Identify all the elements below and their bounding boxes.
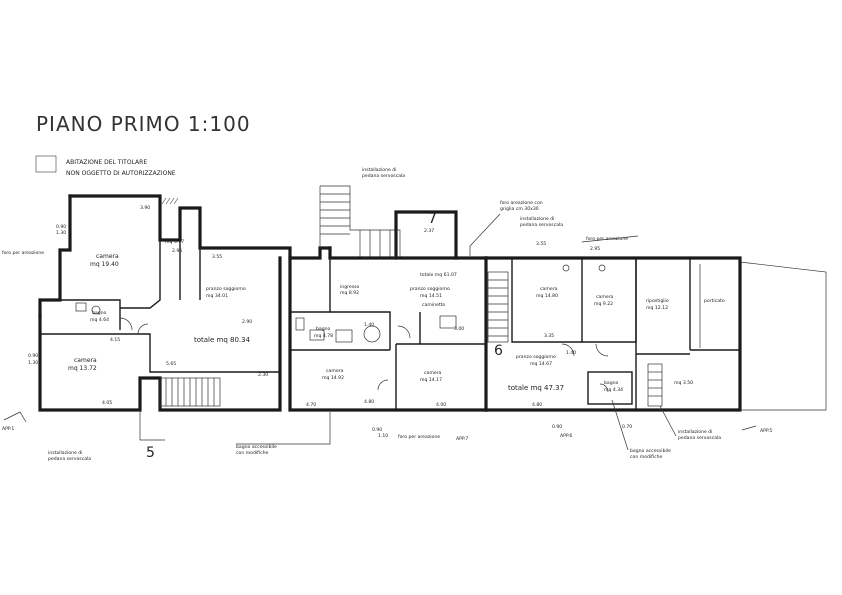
apartment-mark-app6: APP.6 — [560, 433, 572, 439]
room-bagno-2-label: bagno — [316, 326, 331, 332]
dim-0-90-c: 0.90 — [372, 427, 382, 433]
legend-line-1: ABITAZIONE DEL TITOLARE — [66, 159, 147, 166]
dim-3-00: 3.00 — [454, 326, 464, 332]
note-bagno-acc-1: bagno accessibile — [236, 444, 277, 450]
room-ripostiglio-12-label: ripostiglio — [646, 298, 669, 304]
dim-2-37: 2.37 — [424, 228, 434, 234]
room-ripostiglio-12-area: mq 12.12 — [646, 305, 668, 311]
note-bagno-acc-r1: bagno accessibile — [630, 448, 671, 454]
dim-3-35: 3.35 — [544, 333, 554, 339]
note-installazione-r2: pedana servoscala — [678, 435, 721, 441]
room-ingresso-label: ingresso — [340, 284, 360, 290]
note-foro-aerazione-left: foro per areazione — [2, 250, 44, 256]
dim-1-30-b: 1.30 — [28, 360, 38, 366]
dim-3-90: 3.90 — [140, 205, 150, 211]
apartment-7 — [288, 185, 488, 412]
room-ingresso-area: mq 8.92 — [340, 290, 359, 296]
apartment-1 — [38, 194, 332, 441]
dim-0-90-a: 0.90 — [56, 224, 66, 230]
dim-4-70: 4.70 — [306, 402, 316, 408]
dim-1-30-a: 1.30 — [56, 230, 66, 236]
room-camera-14-80-area: mq 14.80 — [536, 293, 558, 299]
room-camera-14-17-area: mq 14.17 — [420, 377, 442, 383]
note-installazione-r1: installazione di — [678, 429, 712, 435]
plan-title: PIANO PRIMO 1:100 — [36, 112, 251, 136]
total-apartment-6: totale mq 47.37 — [508, 384, 564, 392]
room-caminetto: caminetto — [422, 302, 445, 308]
dim-2-90: 2.90 — [242, 319, 252, 325]
room-pranzo-14-67-label: pranzo soggiorno — [516, 354, 556, 360]
dim-2-95: 2.95 — [172, 248, 182, 254]
room-camera-9-area: mq 9.22 — [594, 301, 613, 307]
room-pranzo-14-67-area: mq 14.67 — [530, 361, 552, 367]
note-foro-griglia-2: griglia cm 30x30 — [500, 206, 539, 212]
room-camera-14-92-area: mq 14.92 — [322, 375, 344, 381]
note-installazione-top-1: installazione di — [362, 167, 396, 173]
dim-4-05: 4.05 — [102, 400, 112, 406]
note-bagno-acc-r2: con modifiche — [630, 454, 663, 460]
dim-2-95-b: 2.95 — [590, 246, 600, 252]
apartment-mark-app7: APP.7 — [456, 436, 468, 442]
legend-swatch — [35, 155, 57, 173]
room-pranzo-34-label: pranzo soggiorno — [206, 286, 246, 292]
unit-number-7: 7 — [428, 211, 437, 227]
room-bagno-3-label: bagno — [604, 380, 619, 386]
dim-2-30: 2.30 — [258, 372, 268, 378]
room-pranzo-34-area: mq 34.01 — [206, 293, 228, 299]
unit-number-5: 5 — [146, 445, 155, 461]
dim-5-65: 5.65 — [166, 361, 176, 367]
room-camera-19-area: mq 19.40 — [90, 261, 119, 268]
apartment-6 — [484, 256, 742, 412]
note-installazione-mid-2: pedana servoscala — [520, 222, 563, 228]
dim-1-10: 1.10 — [378, 433, 388, 439]
room-camera-9-label: camera — [596, 294, 614, 300]
apartment-mark-app1: APP.1 — [2, 426, 14, 432]
dim-0-90-b: 0.90 — [28, 353, 38, 359]
room-ripostiglio-area: mq 3.17 — [165, 239, 184, 245]
room-bagno-w-label: bagno — [92, 310, 107, 316]
note-installazione-bl-2: pedana servoscala — [48, 456, 91, 462]
total-apartment-7: totale mq 61.07 — [420, 272, 457, 278]
room-bagno-2-area: mq 4.78 — [314, 333, 333, 339]
note-installazione-mid-1: installazione di — [520, 216, 554, 222]
dim-1-40-b: 1.40 — [566, 350, 576, 356]
room-camera-14-80-label: camera — [540, 286, 558, 292]
dim-0-90-right: 0.90 — [552, 424, 562, 430]
room-camera-13-area: mq 13.72 — [68, 365, 97, 372]
dim-4-80-b: 4.80 — [532, 402, 542, 408]
exterior-area — [739, 261, 827, 411]
legend-line-2: NON OGGETTO DI AUTORIZZAZIONE — [66, 170, 176, 177]
unit-number-6: 6 — [494, 343, 503, 359]
room-bagno-w-area: mq 4.64 — [90, 317, 109, 323]
note-bagno-acc-2: con modifiche — [236, 450, 269, 456]
room-camera-13-label: camera — [74, 357, 97, 364]
dim-4-15: 4.15 — [110, 337, 120, 343]
room-area-3-50: mq 3.50 — [674, 380, 693, 386]
dim-1-40-a: 1.40 — [364, 322, 374, 328]
room-porticato: porticato — [704, 298, 725, 304]
room-camera-14-92-label: camera — [326, 368, 344, 374]
dim-3-55-b: 3.55 — [536, 241, 546, 247]
note-installazione-top-2: pedana servoscala — [362, 173, 405, 179]
dim-0-70: 0.70 — [622, 424, 632, 430]
dim-4-80-a: 4.80 — [364, 399, 374, 405]
total-apartment-1: totale mq 80.34 — [194, 336, 251, 344]
apartment-mark-app5: APP.5 — [760, 428, 772, 434]
room-bagno-3-area: mq 4.34 — [604, 387, 623, 393]
room-camera-19-label: camera — [96, 253, 119, 260]
room-pranzo-14-51-area: mq 14.51 — [420, 293, 442, 299]
room-pranzo-14-51-label: pranzo soggiorno — [410, 286, 450, 292]
dim-4-00: 4.00 — [436, 402, 446, 408]
note-foro-griglia-1: foro areazione con — [500, 200, 543, 206]
room-camera-14-17-label: camera — [424, 370, 442, 376]
note-foro-aerazione-bottom: foro per areazione — [398, 434, 440, 440]
dim-3-55: 3.55 — [212, 254, 222, 260]
note-installazione-bl-1: installazione di — [48, 450, 82, 456]
